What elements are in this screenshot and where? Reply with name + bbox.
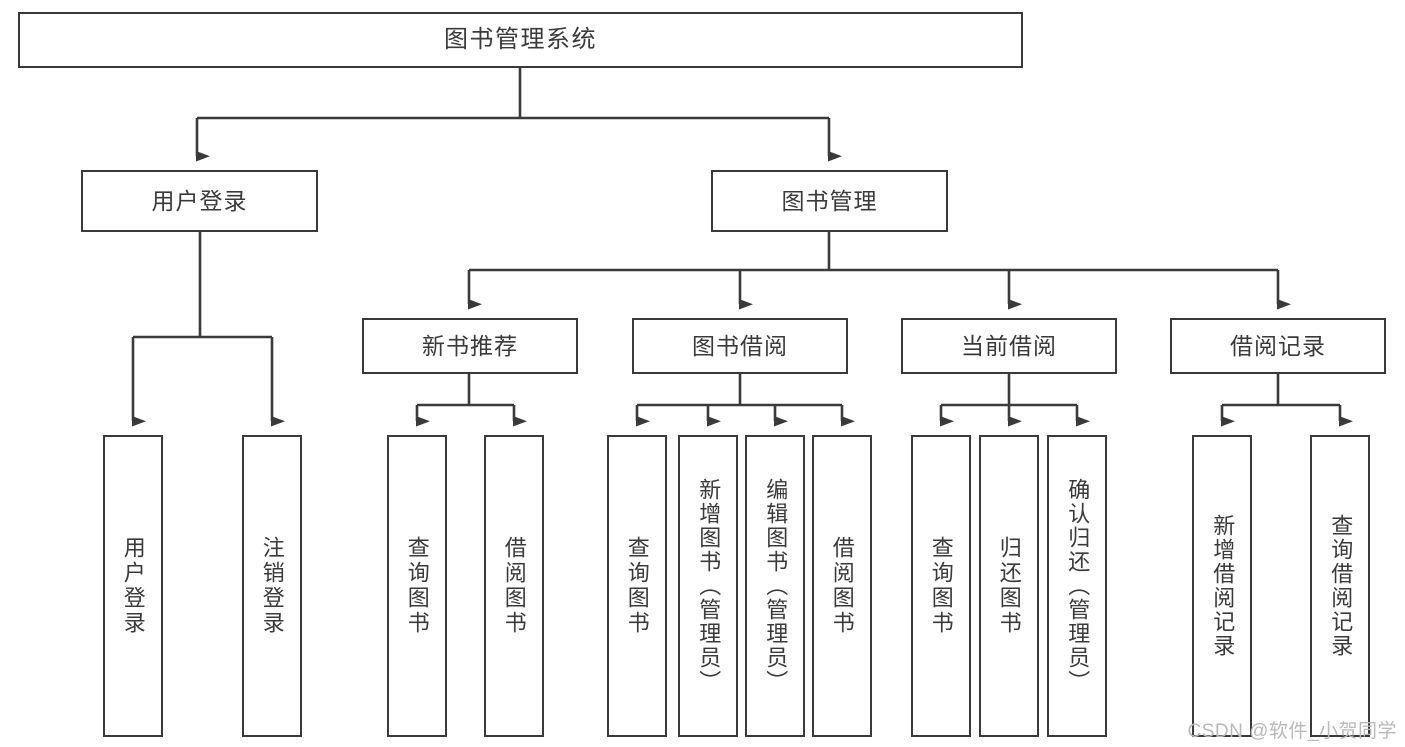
- node-leaf-borrow-book-rec[interactable]: 借阅图书: [484, 435, 544, 737]
- csdn-watermark: CSDN @软件_小贺同学: [1187, 721, 1397, 742]
- node-leaf-add-book-admin-label: 新增图书（管理员）: [696, 478, 722, 694]
- node-new-book-recommend-label: 新书推荐: [422, 332, 518, 359]
- node-leaf-add-borrow-record-label: 新增借阅记录: [1210, 514, 1236, 658]
- node-current-borrow[interactable]: 当前借阅: [901, 318, 1117, 374]
- node-leaf-borrow-book-label: 借阅图书: [829, 536, 855, 636]
- node-leaf-edit-book-admin[interactable]: 编辑图书（管理员）: [745, 435, 805, 737]
- node-book-borrow-label: 图书借阅: [692, 332, 788, 359]
- node-leaf-confirm-return-admin[interactable]: 确认归还（管理员）: [1047, 435, 1107, 737]
- node-book-management-label: 图书管理: [781, 187, 878, 214]
- node-leaf-user-login-label: 用户登录: [120, 536, 146, 636]
- node-leaf-return-book[interactable]: 归还图书: [979, 435, 1039, 737]
- node-leaf-add-book-admin[interactable]: 新增图书（管理员）: [678, 435, 738, 737]
- node-leaf-logout[interactable]: 注销登录: [242, 435, 302, 737]
- node-leaf-borrow-book[interactable]: 借阅图书: [812, 435, 872, 737]
- node-user-login[interactable]: 用户登录: [81, 170, 318, 232]
- node-book-management[interactable]: 图书管理: [711, 170, 948, 232]
- node-leaf-query-borrow-record-label: 查询借阅记录: [1328, 514, 1354, 658]
- node-new-book-recommend[interactable]: 新书推荐: [362, 318, 578, 374]
- node-leaf-query-book-rec-label: 查询图书: [404, 536, 430, 636]
- node-leaf-query-book-borrow[interactable]: 查询图书: [607, 435, 667, 737]
- node-leaf-logout-label: 注销登录: [259, 536, 285, 636]
- node-borrow-record[interactable]: 借阅记录: [1170, 318, 1386, 374]
- node-leaf-user-login[interactable]: 用户登录: [103, 435, 163, 737]
- node-leaf-confirm-return-admin-label: 确认归还（管理员）: [1065, 478, 1091, 694]
- node-leaf-edit-book-admin-label: 编辑图书（管理员）: [763, 478, 789, 694]
- node-leaf-borrow-book-rec-label: 借阅图书: [501, 536, 527, 636]
- node-leaf-query-book-rec[interactable]: 查询图书: [387, 435, 447, 737]
- node-user-login-label: 用户登录: [151, 187, 248, 214]
- node-root-label: 图书管理系统: [444, 26, 597, 54]
- node-leaf-query-book-current[interactable]: 查询图书: [911, 435, 971, 737]
- node-current-borrow-label: 当前借阅: [961, 332, 1057, 359]
- node-borrow-record-label: 借阅记录: [1230, 332, 1326, 359]
- node-leaf-query-book-borrow-label: 查询图书: [624, 536, 650, 636]
- node-leaf-return-book-label: 归还图书: [996, 536, 1022, 636]
- node-leaf-add-borrow-record[interactable]: 新增借阅记录: [1192, 435, 1252, 737]
- node-book-borrow[interactable]: 图书借阅: [632, 318, 848, 374]
- node-root[interactable]: 图书管理系统: [18, 12, 1023, 68]
- node-leaf-query-borrow-record[interactable]: 查询借阅记录: [1310, 435, 1370, 737]
- node-leaf-query-book-current-label: 查询图书: [928, 536, 954, 636]
